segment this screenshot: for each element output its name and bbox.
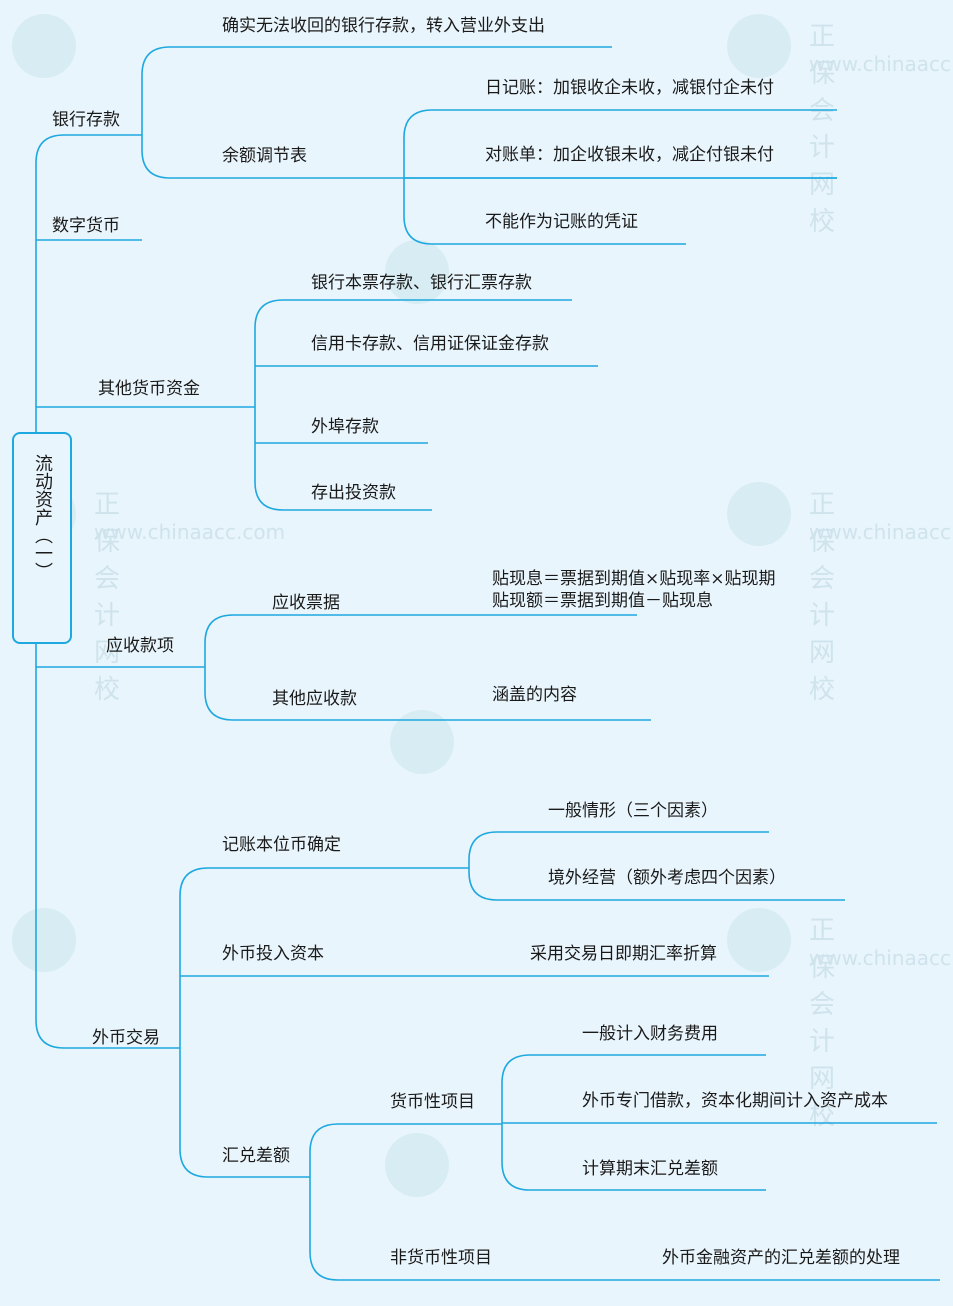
connector (403, 215, 686, 245)
node-other-funds-item[interactable]: 外埠存款 (311, 417, 379, 437)
node-monetary-item[interactable]: 计算期末汇兑差额 (582, 1159, 718, 1179)
root-node[interactable]: 流动资产（一） (12, 432, 72, 644)
node-bank-writeoff[interactable]: 确实无法收回的银行存款，转入营业外支出 (222, 16, 545, 36)
node-receivables[interactable]: 应收款项 (106, 636, 174, 656)
node-other-receivables[interactable]: 其他应收款 (272, 689, 357, 709)
connector (501, 1161, 766, 1191)
node-monetary-item[interactable]: 一般计入财务费用 (582, 1024, 718, 1044)
node-functional-item[interactable]: 境外经营（额外考虑四个因素） (548, 868, 786, 888)
node-other-funds[interactable]: 其他货币资金 (98, 379, 200, 399)
node-nonmonetary-detail[interactable]: 外币金融资产的汇兑差额的处理 (662, 1248, 900, 1268)
formula-discount-amount: 贴现额＝票据到期值－贴现息 (492, 591, 713, 611)
node-functional-item[interactable]: 一般情形（三个因素） (548, 801, 718, 821)
node-monetary[interactable]: 货币性项目 (390, 1092, 475, 1112)
node-bank[interactable]: 银行存款 (52, 110, 120, 130)
connector (35, 134, 142, 164)
node-notes-receivable[interactable]: 应收票据 (272, 593, 340, 613)
node-monetary-item[interactable]: 外币专门借款，资本化期间计入资产成本 (582, 1091, 888, 1111)
connector (501, 1054, 766, 1084)
node-other-funds-item[interactable]: 信用卡存款、信用证保证金存款 (311, 334, 549, 354)
node-other-receivables-detail[interactable]: 涵盖的内容 (492, 685, 577, 705)
node-fx-capital-detail[interactable]: 采用交易日即期汇率折算 (530, 944, 717, 964)
connector (141, 149, 837, 179)
node-nonmonetary[interactable]: 非货币性项目 (390, 1248, 492, 1268)
node-other-funds-item[interactable]: 银行本票存款、银行汇票存款 (311, 273, 532, 293)
node-reconcile[interactable]: 余额调节表 (222, 146, 307, 166)
connector (204, 614, 637, 644)
connector (179, 1148, 310, 1178)
connector (179, 867, 469, 897)
node-functional-currency[interactable]: 记账本位币确定 (222, 835, 341, 855)
connector (403, 109, 837, 139)
connector (35, 1019, 180, 1049)
node-reconcile-item[interactable]: 对账单：加企收银未收，减企付银未付 (485, 145, 774, 165)
formula-discount-interest: 贴现息＝票据到期值×贴现率×贴现期 (492, 569, 776, 589)
connector (141, 46, 612, 76)
node-reconcile-item[interactable]: 不能作为记账的凭证 (485, 212, 638, 232)
node-other-funds-item[interactable]: 存出投资款 (311, 483, 396, 503)
node-fx-capital[interactable]: 外币投入资本 (222, 944, 324, 964)
root-label: 流动资产（一） (32, 454, 53, 580)
connector (254, 481, 432, 511)
node-fx[interactable]: 外币交易 (92, 1028, 160, 1048)
connector (309, 1123, 502, 1153)
connector (468, 831, 769, 861)
node-digital[interactable]: 数字货币 (52, 216, 120, 236)
connector (309, 1251, 940, 1281)
connector (468, 871, 845, 901)
connector (204, 691, 651, 721)
connector (254, 299, 572, 329)
node-fx-diff[interactable]: 汇兑差额 (222, 1146, 290, 1166)
node-reconcile-item[interactable]: 日记账：加银收企未收，减银付企未付 (485, 78, 774, 98)
